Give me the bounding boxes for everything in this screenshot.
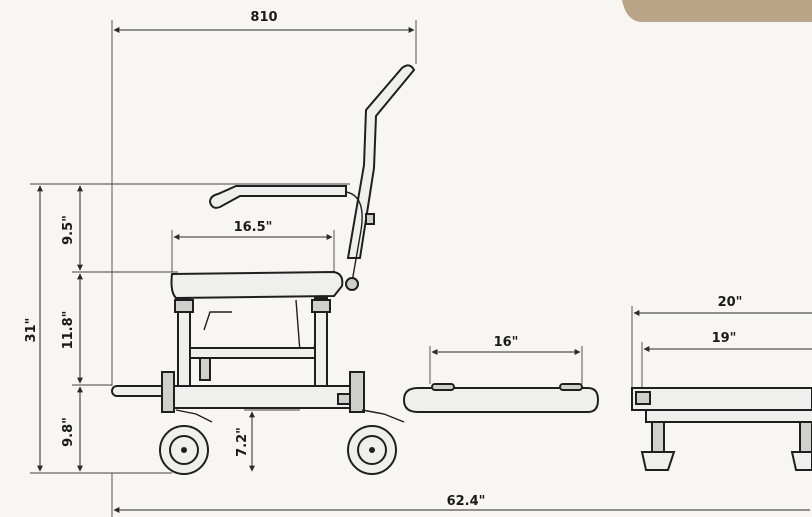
label-seat-depth: 16.5" [234, 220, 273, 235]
seat-part-view: 16" [402, 335, 600, 413]
label-overall-length: 62.4" [447, 494, 486, 509]
wheel-icon [347, 409, 405, 475]
dim-base-height: 9.8" [61, 386, 83, 472]
label-seat-part-width: 16" [494, 335, 519, 350]
dim-seat-depth: 16.5" [171, 220, 335, 272]
label-wheel-height: 7.2" [235, 427, 250, 457]
dim-overall-length: 62.4" [111, 473, 810, 517]
label-total-height: 31" [24, 318, 39, 343]
label-rail-outer-width: 20" [718, 295, 743, 310]
knob [345, 277, 359, 291]
dim-back-height: 9.5" [61, 185, 178, 273]
dim-wheel-height: 7.2" [235, 409, 300, 472]
label-seat-height: 11.8" [61, 311, 76, 350]
wheel-icon [159, 409, 213, 475]
label-back-height: 9.5" [61, 215, 76, 245]
label-rail-inner-width: 19" [712, 331, 737, 346]
label-base-height: 9.8" [61, 417, 76, 447]
rail-base-view: 20" 19" [631, 295, 812, 471]
label-overall-width: 810 [250, 10, 277, 25]
chair-side-view [111, 64, 416, 475]
photo-corner [622, 0, 812, 22]
dim-total-height: 31" [24, 183, 350, 474]
dim-seat-height: 11.8" [61, 273, 112, 386]
dim-overall-width: 810 [111, 10, 417, 386]
